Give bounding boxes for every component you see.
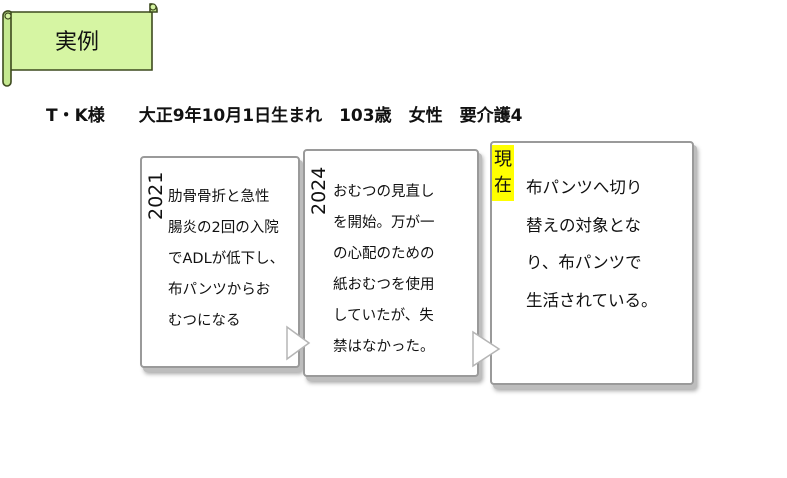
arrow-right-icon bbox=[472, 330, 501, 368]
banner-scroll-shape bbox=[2, 3, 158, 87]
text-line: 替えの対象とな bbox=[526, 215, 642, 235]
text-line: り、布パンツで bbox=[526, 253, 642, 272]
card-text: 肋骨骨折と急性 腸炎の2回の入院 でADLが低下し、 布パンツからお むつになる bbox=[168, 182, 284, 337]
text-line: でADLが低下し、 bbox=[168, 251, 285, 267]
text-line: 生活されている。 bbox=[526, 290, 658, 310]
banner-label: 実例 bbox=[55, 30, 100, 55]
arrow-right-icon bbox=[286, 325, 311, 361]
card-year: 2024 bbox=[308, 166, 330, 215]
text-line: していたが、失 bbox=[333, 308, 434, 324]
text-line: 紙おむつを使用 bbox=[333, 277, 435, 293]
text-line: 腸炎の2回の入院 bbox=[168, 220, 279, 236]
current-label-char: 在 bbox=[494, 175, 512, 196]
text-line: むつになる bbox=[168, 313, 241, 329]
card-text: 布パンツへ切り 替えの対象とな り、布パンツで 生活されている。 bbox=[526, 169, 658, 319]
text-line: を開始。万が一 bbox=[333, 215, 435, 231]
timeline-card-2021: 2021 肋骨骨折と急性 腸炎の2回の入院 でADLが低下し、 布パンツからお … bbox=[140, 156, 300, 368]
card-year: 2021 bbox=[145, 171, 167, 220]
text-line: 肋骨骨折と急性 bbox=[168, 189, 270, 205]
text-line: の心配のための bbox=[333, 246, 435, 262]
text-line: 禁はなかった。 bbox=[333, 339, 435, 355]
text-line: 布パンツからお bbox=[168, 282, 271, 298]
current-label-char: 現 bbox=[494, 149, 512, 170]
patient-header: T・K様 大正9年10月1日生まれ 103歳 女性 要介護4 bbox=[46, 106, 523, 126]
card-text: おむつの見直し を開始。万が一 の心配のための 紙おむつを使用 していたが、失 … bbox=[333, 177, 435, 363]
timeline-card-2024: 2024 おむつの見直し を開始。万が一 の心配のための 紙おむつを使用 してい… bbox=[303, 149, 479, 377]
current-label-highlight: 現 在 bbox=[492, 145, 514, 201]
timeline-card-current: 現 在 布パンツへ切り 替えの対象とな り、布パンツで 生活されている。 bbox=[490, 141, 694, 385]
text-line: おむつの見直し bbox=[333, 184, 435, 200]
text-line: 布パンツへ切り bbox=[526, 178, 643, 197]
